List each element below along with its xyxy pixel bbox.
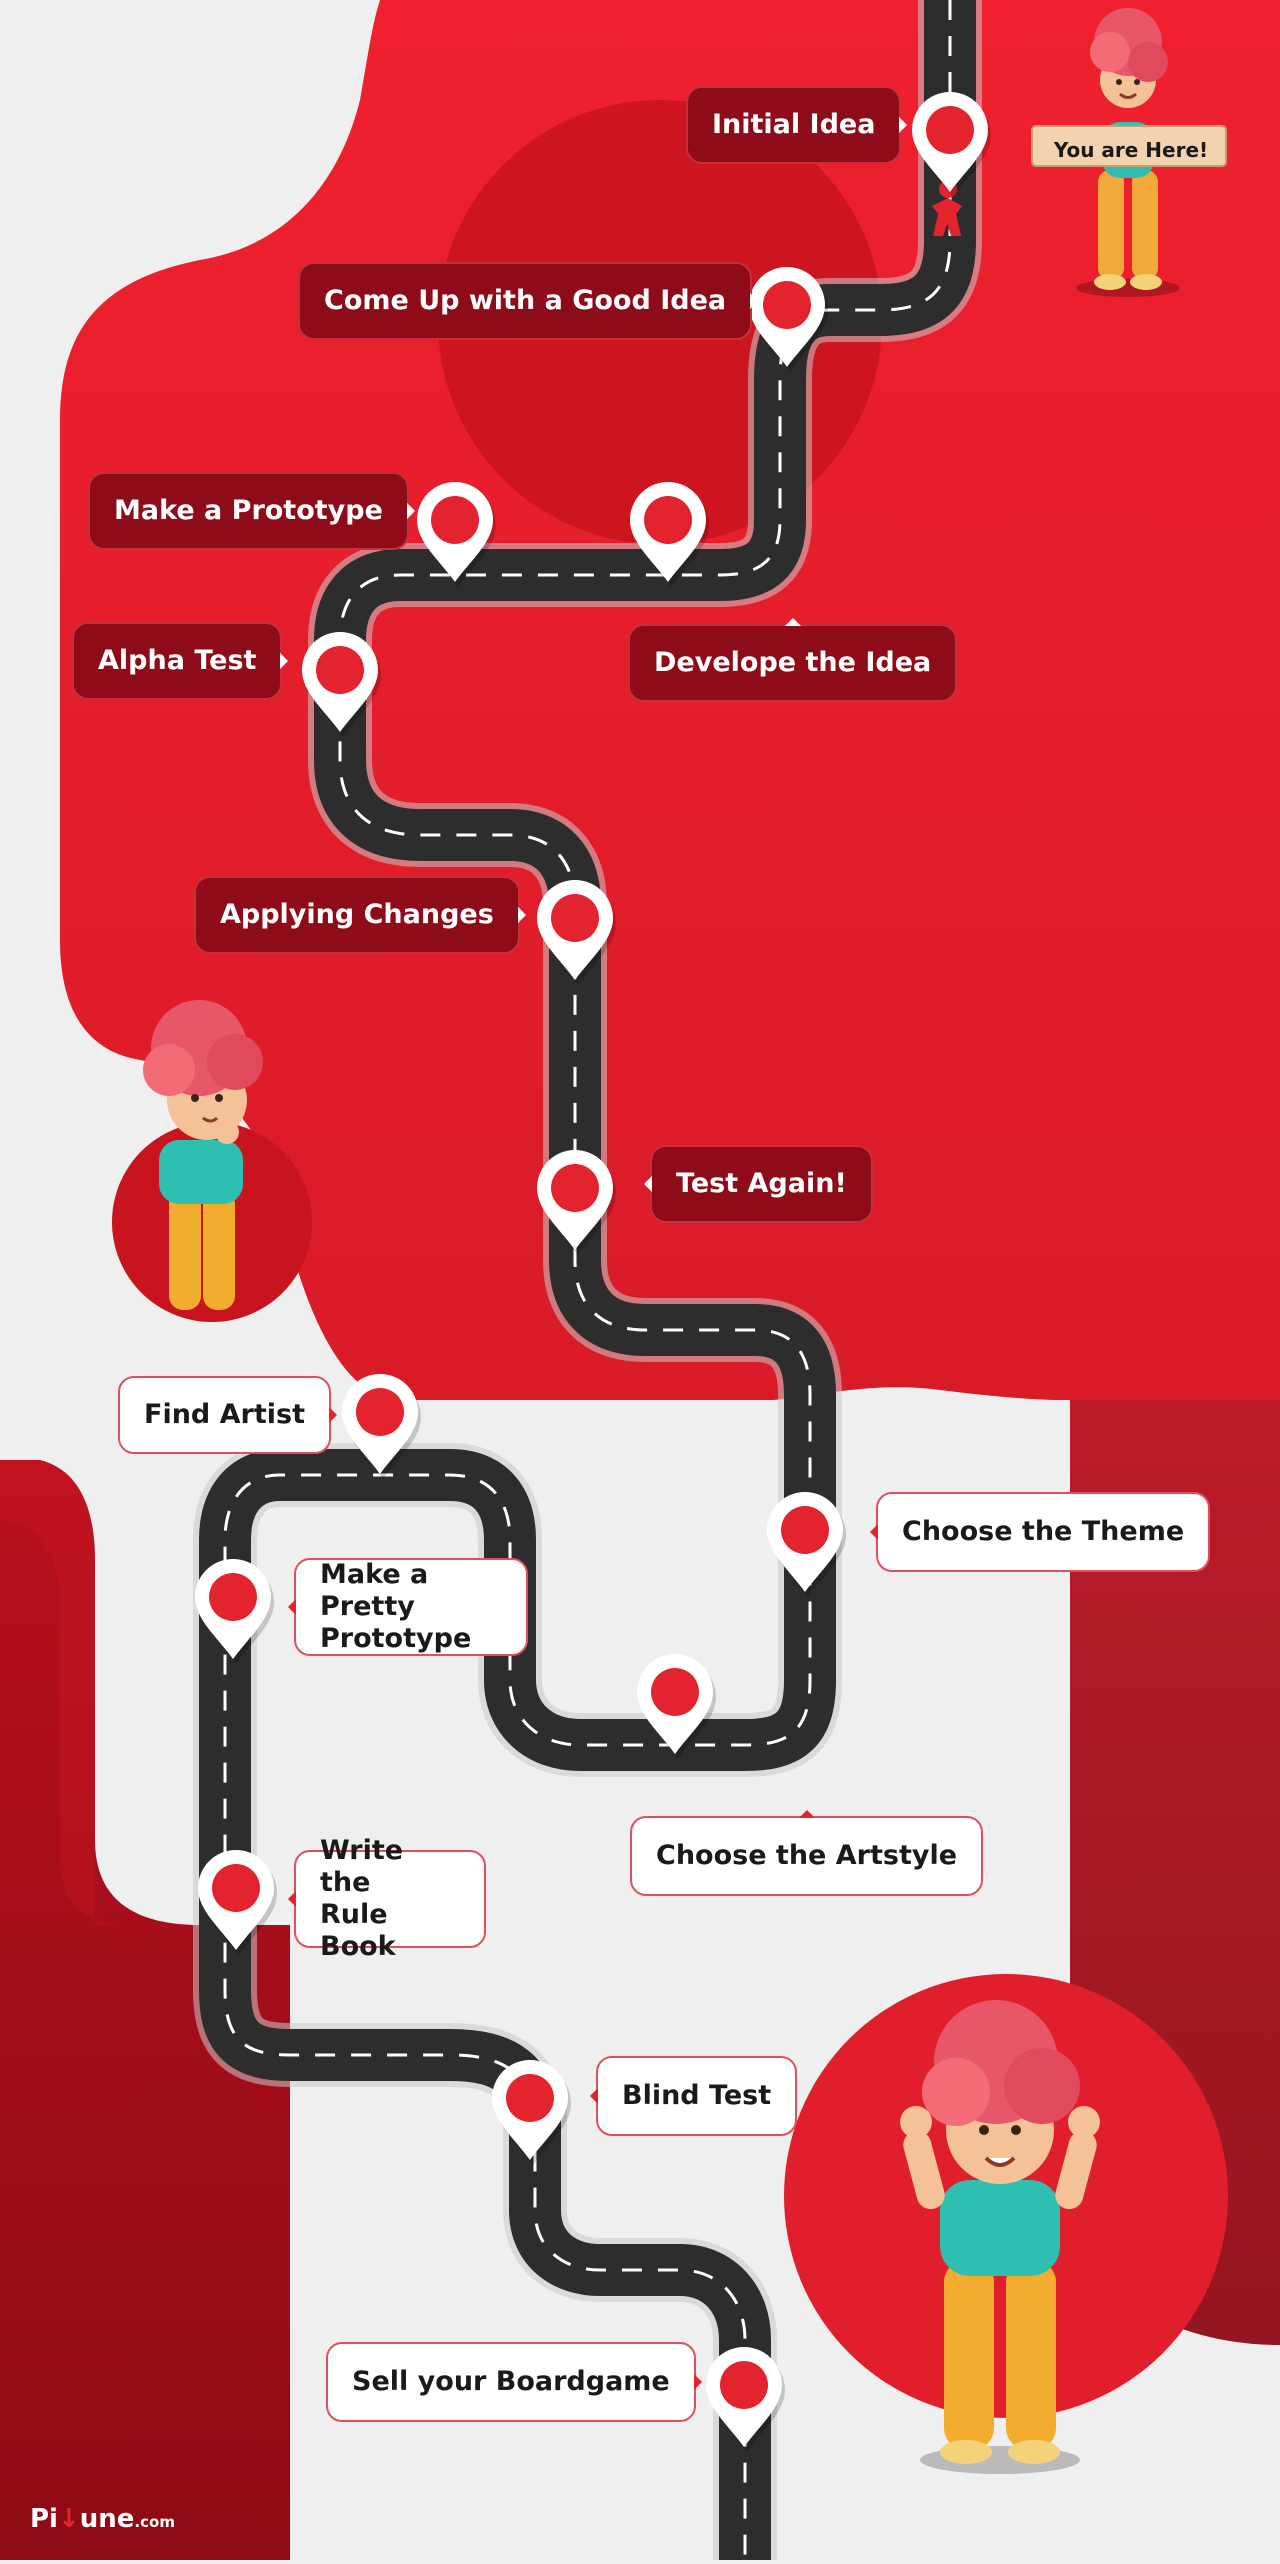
milestone-sell: Sell your Boardgame xyxy=(326,2342,702,2422)
milestone-develop: Develope the Idea xyxy=(628,618,958,702)
pin-icon-rule-book xyxy=(198,1850,277,1955)
background-dark-band xyxy=(0,1460,290,2560)
milestone-rule-book: Write the Rule Book xyxy=(288,1835,486,1962)
pin-icon-pretty-prototype xyxy=(195,1559,274,1664)
pin-icon-test-again xyxy=(536,1149,617,1255)
milestone-prototype: Make a Prototype xyxy=(88,472,415,550)
pin-icon-changes xyxy=(536,879,617,985)
milestone-pins xyxy=(195,92,991,2452)
milestone-changes: Applying Changes xyxy=(194,876,526,954)
milestone-theme: Choose the Theme xyxy=(869,1492,1211,1572)
road xyxy=(193,0,982,2560)
milestone-alpha: Alpha Test xyxy=(72,622,289,700)
pin-icon-artstyle xyxy=(637,1654,716,1759)
brand-logo: Pi↓une.com xyxy=(30,2504,175,2534)
character-cheering xyxy=(900,2000,1100,2474)
pin-icon-theme xyxy=(767,1492,846,1597)
milestone-test-again: Test Again! xyxy=(644,1145,873,1223)
milestone-find-artist: Find Artist xyxy=(118,1376,337,1454)
pin-icon-alpha xyxy=(302,632,381,737)
milestone-initial-idea: Initial Idea xyxy=(686,86,908,164)
pin-icon-initial-idea xyxy=(912,92,991,197)
milestone-artstyle: Choose the Artstyle xyxy=(630,1810,984,1896)
pin-icon-develop xyxy=(630,482,709,587)
milestone-pretty-prototype: Make a Pretty Prototype xyxy=(288,1558,528,1656)
pin-icon-good-idea xyxy=(749,267,828,372)
milestone-good-idea: Come Up with a Good Idea xyxy=(298,262,759,340)
you-are-here-sign: You are Here! xyxy=(1053,138,1209,162)
pin-icon-blind-test xyxy=(492,2060,571,2165)
milestone-blind-test: Blind Test xyxy=(589,2056,798,2136)
pin-icon-find-artist xyxy=(342,1374,421,1479)
character-with-sign xyxy=(1031,8,1227,297)
pin-icon-sell xyxy=(706,2347,785,2452)
pin-icon-prototype xyxy=(417,482,496,587)
character-thinking xyxy=(143,1000,263,1310)
background-red-edge xyxy=(0,1460,120,1925)
meeple-icon xyxy=(932,180,963,236)
